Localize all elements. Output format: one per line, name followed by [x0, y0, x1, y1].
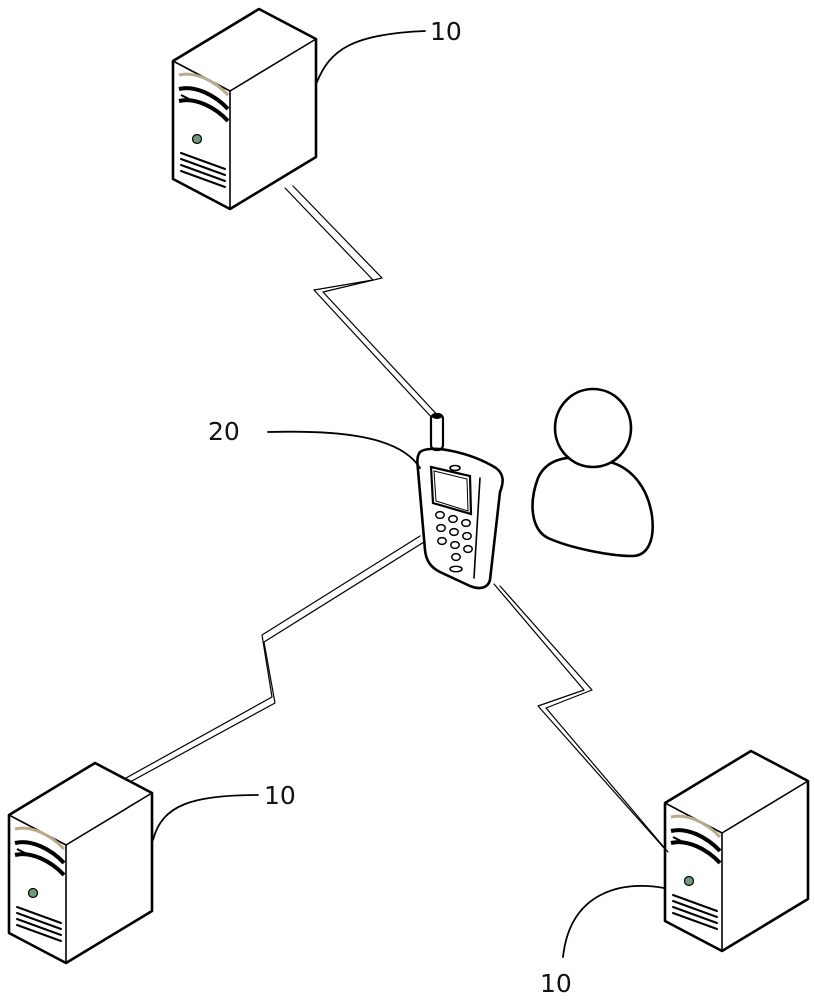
ref-label-server-top: 10	[430, 17, 462, 46]
server-top: 10	[171, 7, 462, 211]
wireless-link-top	[284, 185, 443, 421]
server-bottom-right: 10	[540, 749, 810, 998]
user-person-icon	[531, 387, 654, 558]
server-tower-icon	[7, 761, 154, 965]
mobile-phone-icon	[416, 412, 504, 590]
ref-label-server-bottom-left: 10	[264, 781, 296, 810]
server-tower-icon	[171, 7, 318, 211]
ref-label-server-bottom-right: 10	[540, 969, 572, 998]
server-tower-icon	[663, 749, 810, 953]
leader-line-terminal	[267, 430, 421, 469]
leader-line-server-top	[316, 30, 426, 83]
ref-label-terminal: 20	[208, 417, 240, 446]
server-bottom-left: 10	[7, 761, 296, 965]
wireless-link-bottom-left	[125, 535, 425, 783]
leader-line-server-bottom-left	[152, 794, 259, 841]
mobile-terminal: 20	[208, 412, 504, 590]
wireless-link-bottom-right	[493, 583, 669, 853]
leader-line-server-bottom-right	[562, 885, 665, 958]
